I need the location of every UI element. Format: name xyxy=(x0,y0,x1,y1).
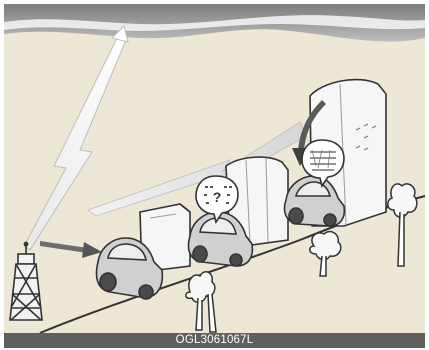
figure-code-caption: OGL3061067L xyxy=(4,333,425,348)
caption-bar: OGL3061067L xyxy=(4,333,425,348)
svg-text:?: ? xyxy=(213,189,222,205)
